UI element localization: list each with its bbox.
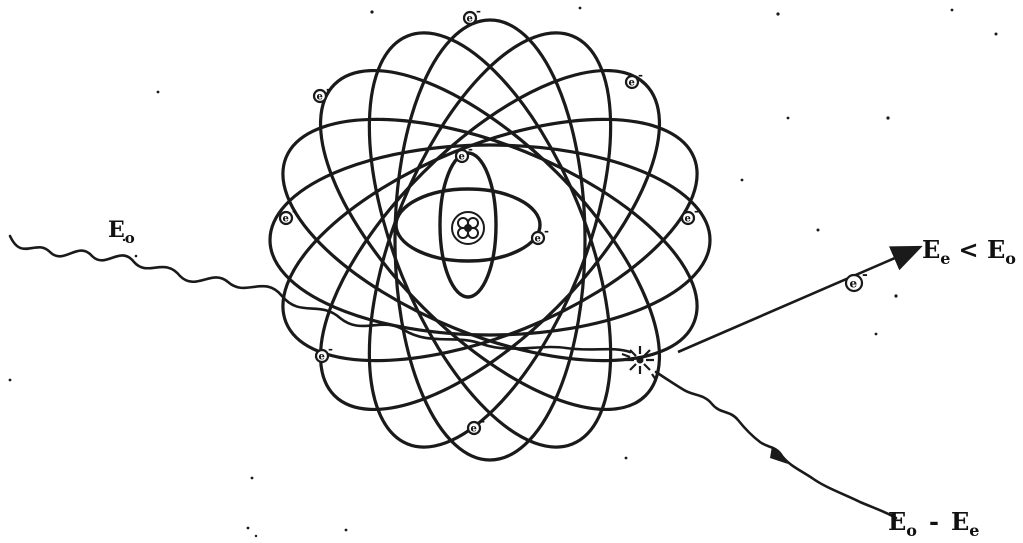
svg-text:e: e xyxy=(317,92,323,103)
svg-text:-: - xyxy=(476,4,481,18)
svg-text:e: e xyxy=(459,152,465,163)
scattered-photon-arrowhead xyxy=(770,446,788,464)
outer-orbit-6 xyxy=(320,0,661,479)
svg-text:e: e xyxy=(471,424,477,435)
electron: e- xyxy=(468,414,485,435)
electron: e- xyxy=(626,68,643,89)
svg-text:e: e xyxy=(850,277,858,291)
electron: e- xyxy=(682,204,699,225)
svg-text:-: - xyxy=(544,224,549,238)
svg-text:-: - xyxy=(694,204,699,218)
outer-electron-orbits xyxy=(250,0,729,479)
svg-text:e: e xyxy=(535,234,541,245)
svg-text:-: - xyxy=(328,342,333,356)
electron: e- xyxy=(314,82,331,103)
ejected-electron-path xyxy=(678,248,918,352)
outer-orbit-5 xyxy=(395,20,585,460)
outer-orbit-4 xyxy=(320,0,661,479)
ejected-electron-energy-label: Ee< Eo xyxy=(922,235,1016,268)
outer-orbit-1 xyxy=(270,145,710,335)
incident-photon-energy-label: Eo xyxy=(108,217,135,247)
svg-text:e: e xyxy=(319,352,325,363)
nucleus xyxy=(452,212,484,244)
svg-text:-: - xyxy=(326,82,331,96)
svg-text:e: e xyxy=(685,214,691,225)
svg-text:e: e xyxy=(629,78,635,89)
incident-photon-wave xyxy=(10,236,630,352)
svg-text:-: - xyxy=(468,142,473,156)
svg-text:-: - xyxy=(638,68,643,82)
svg-text:-: - xyxy=(862,267,868,283)
electron: e- xyxy=(316,342,333,363)
scattered-photon-wave xyxy=(656,372,896,518)
svg-text:e: e xyxy=(283,214,289,225)
ejected-electron: e - xyxy=(846,267,868,291)
svg-text:-: - xyxy=(480,414,485,428)
scattered-photon-energy-label: Eo-Ee xyxy=(888,507,979,540)
svg-text:e: e xyxy=(467,14,473,25)
svg-text:-: - xyxy=(292,204,297,218)
